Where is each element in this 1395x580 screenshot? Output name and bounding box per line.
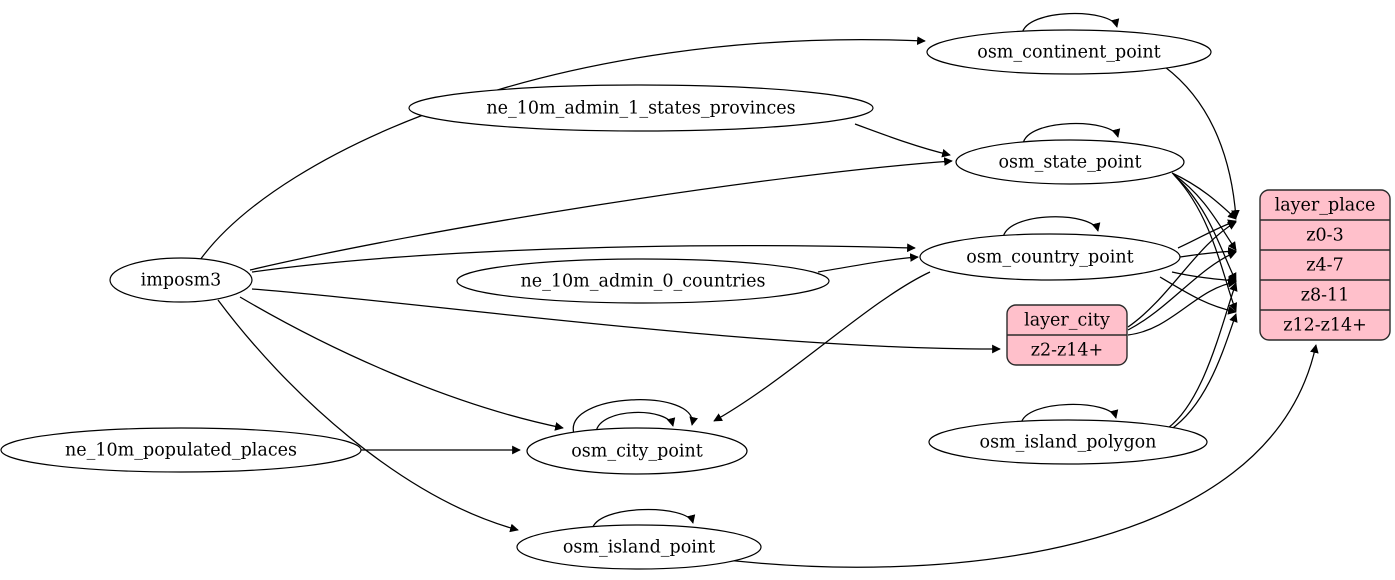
node-osm-country-point-label: osm_country_point (966, 248, 1133, 268)
node-osm-island-polygon[interactable]: osm_island_polygon (928, 419, 1208, 465)
record-layer-place-row-z0-3[interactable]: z0-3 (1306, 226, 1343, 246)
node-layer: imposm3 ne_10m_admin_1_states_provinces … (0, 29, 1212, 570)
edge-layer-city-to-layer-place-z8-11 (1127, 278, 1237, 336)
node-osm-state-point[interactable]: osm_state_point (955, 139, 1185, 185)
edge-osm-country-point-to-layer-place-z12-z14 (1159, 276, 1237, 315)
edge-osm-island-polygon-to-layer-place-z8-11 (1167, 282, 1238, 429)
record-layer-city-row-z2-z14[interactable]: z2-z14+ (1031, 341, 1103, 361)
selfloop-osm-island-point (591, 509, 696, 531)
edge-osm-state-point-to-layer-place-z4-7 (1172, 173, 1237, 251)
edge-imposm3-to-osm-city-point (239, 296, 564, 431)
record-layer-place[interactable]: layer_place z0-3 z4-7 z8-11 z12-z14+ (1259, 189, 1391, 341)
selfloop-osm-continent-point (1021, 13, 1120, 35)
record-layer-place-row-z12-z14[interactable]: z12-z14+ (1283, 316, 1367, 336)
node-osm-city-point-label: osm_city_point (571, 442, 703, 462)
node-osm-island-point-label: osm_island_point (563, 538, 715, 558)
edge-ne-states-to-osm-state-point (854, 123, 951, 158)
selfloop-osm-city-point-outer (572, 399, 698, 435)
node-osm-island-point[interactable]: osm_island_point (516, 524, 762, 570)
edge-ne-countries-to-osm-country-point (817, 253, 919, 273)
node-imposm3[interactable]: imposm3 (109, 257, 253, 303)
node-imposm3-label: imposm3 (141, 271, 222, 291)
node-ne-10m-admin-1-states-provinces[interactable]: ne_10m_admin_1_states_provinces (408, 84, 874, 132)
edge-imposm3-to-osm-island-point (217, 299, 519, 533)
record-layer-place-row-z8-11[interactable]: z8-11 (1301, 286, 1350, 306)
node-ne-10m-admin-0-countries[interactable]: ne_10m_admin_0_countries (456, 258, 830, 304)
edge-imposm3-to-layer-city (251, 288, 1001, 354)
edge-osm-country-point-to-osm-city-point (713, 271, 931, 422)
node-ne-10m-populated-places[interactable]: ne_10m_populated_places (0, 427, 362, 473)
selfloop-osm-state-point (1022, 123, 1121, 145)
record-layer-place-title: layer_place (1275, 196, 1376, 216)
record-layer-place-row-z4-7[interactable]: z4-7 (1306, 256, 1343, 276)
node-osm-city-point[interactable]: osm_city_point (526, 427, 748, 475)
edge-osm-state-point-to-layer-place-z0-3 (1171, 172, 1237, 220)
node-osm-continent-point-label: osm_continent_point (977, 43, 1160, 63)
selfloop-osm-country-point (1002, 216, 1101, 239)
edge-imposm3-to-osm-state-point (249, 157, 953, 271)
record-layer-city-title: layer_city (1024, 311, 1110, 331)
record-layer-city[interactable]: layer_city z2-z14+ (1006, 304, 1128, 366)
selfloop-osm-island-polygon (1020, 403, 1119, 425)
edge-layer (199, 13, 1319, 568)
node-osm-continent-point[interactable]: osm_continent_point (926, 29, 1212, 75)
node-osm-state-point-label: osm_state_point (998, 153, 1141, 173)
edge-osm-island-point-to-layer-place-z12-z14 (709, 344, 1319, 568)
edge-layer-city-to-layer-place-z0-3 (1127, 221, 1237, 328)
record-layer: layer_city z2-z14+ layer_place z0-3 z4-7… (1006, 189, 1391, 366)
edge-imposm3-to-osm-country-point (251, 243, 916, 273)
edge-osm-state-point-to-layer-place-z12-z14 (1174, 175, 1238, 312)
edge-osm-continent-point-to-layer-place-z0-3 (1164, 66, 1240, 219)
node-osm-island-polygon-label: osm_island_polygon (980, 433, 1157, 453)
node-ne-countries-label: ne_10m_admin_0_countries (521, 272, 766, 292)
node-ne-states-label: ne_10m_admin_1_states_provinces (486, 99, 795, 119)
edge-layer-city-to-layer-place-z4-7 (1127, 251, 1237, 331)
edge-osm-island-polygon-to-layer-place-z12-z14 (1169, 313, 1238, 431)
node-ne-places-label: ne_10m_populated_places (65, 441, 297, 461)
selfloop-osm-city-point-inner (595, 411, 676, 433)
node-osm-country-point[interactable]: osm_country_point (919, 233, 1181, 281)
